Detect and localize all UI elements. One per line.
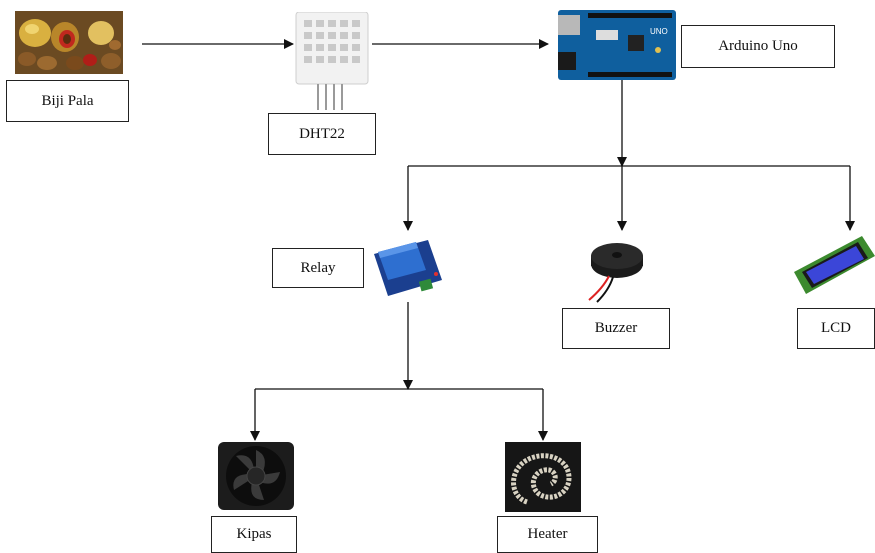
node-lcd: LCD (797, 308, 875, 349)
lcd-display-image (794, 236, 875, 294)
relay-module-image (374, 240, 442, 296)
heater-coil-image (505, 442, 581, 512)
node-label: Relay (300, 259, 336, 276)
node-biji-pala: Biji Pala (6, 80, 129, 122)
board-text: UNO (650, 27, 668, 36)
node-label: Biji Pala (41, 92, 94, 109)
buzzer-image (588, 243, 643, 303)
nutmeg-image (15, 11, 123, 74)
node-label: Kipas (236, 526, 272, 542)
dht22-sensor-image (295, 12, 369, 110)
node-buzzer: Buzzer (562, 308, 670, 349)
node-dht22: DHT22 (268, 113, 376, 155)
node-arduino-uno: Arduino Uno (681, 25, 835, 68)
node-kipas: Kipas (211, 516, 297, 553)
arduino-uno-board-image: UNO (558, 10, 676, 80)
node-relay: Relay (272, 248, 364, 288)
node-label: Arduino Uno (718, 38, 798, 54)
node-label: DHT22 (299, 125, 345, 142)
fan-image (218, 442, 294, 510)
node-label: Buzzer (594, 320, 638, 336)
node-label: LCD (821, 320, 851, 336)
node-label: Heater (527, 526, 568, 542)
node-heater: Heater (497, 516, 598, 553)
